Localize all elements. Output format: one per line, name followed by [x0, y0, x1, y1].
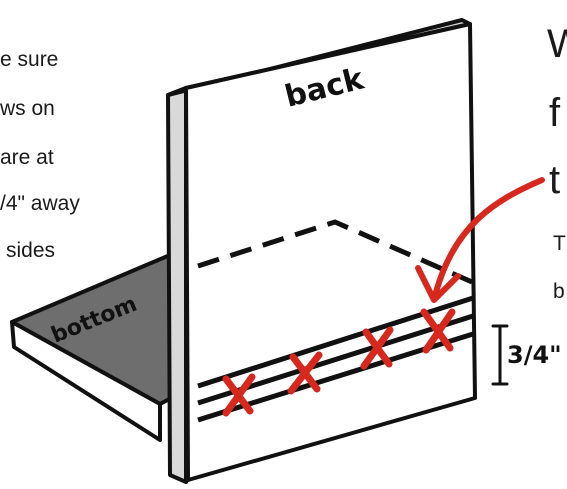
back-panel-side: [166, 86, 188, 484]
left-note-line-1: e sure: [0, 48, 59, 71]
pointer-arrowhead: [415, 265, 461, 303]
right-note-big-2: f: [549, 91, 561, 135]
right-note-small-1: T: [553, 232, 566, 255]
screw-mark-3: [360, 326, 394, 370]
screw-mark-1: [222, 373, 256, 417]
left-note-line-4: /4" away: [0, 192, 80, 215]
measure-bracket: [491, 324, 509, 386]
hidden-edge-dashed: [197, 219, 474, 285]
screw-mark-2: [287, 351, 323, 395]
measure-label: 3/4": [507, 341, 562, 369]
left-note-line-2: ws on: [0, 97, 55, 120]
left-note-line-3: are at: [0, 146, 54, 169]
right-note-big-3: t: [549, 158, 561, 202]
right-note-big-1: W: [547, 22, 567, 66]
screw-mark-4: [420, 308, 456, 354]
left-note-line-5: sides: [6, 239, 56, 262]
right-note-small-2: b: [553, 280, 565, 303]
bottom-board-edge: [10, 320, 162, 442]
pointer-arrow: [433, 177, 545, 295]
